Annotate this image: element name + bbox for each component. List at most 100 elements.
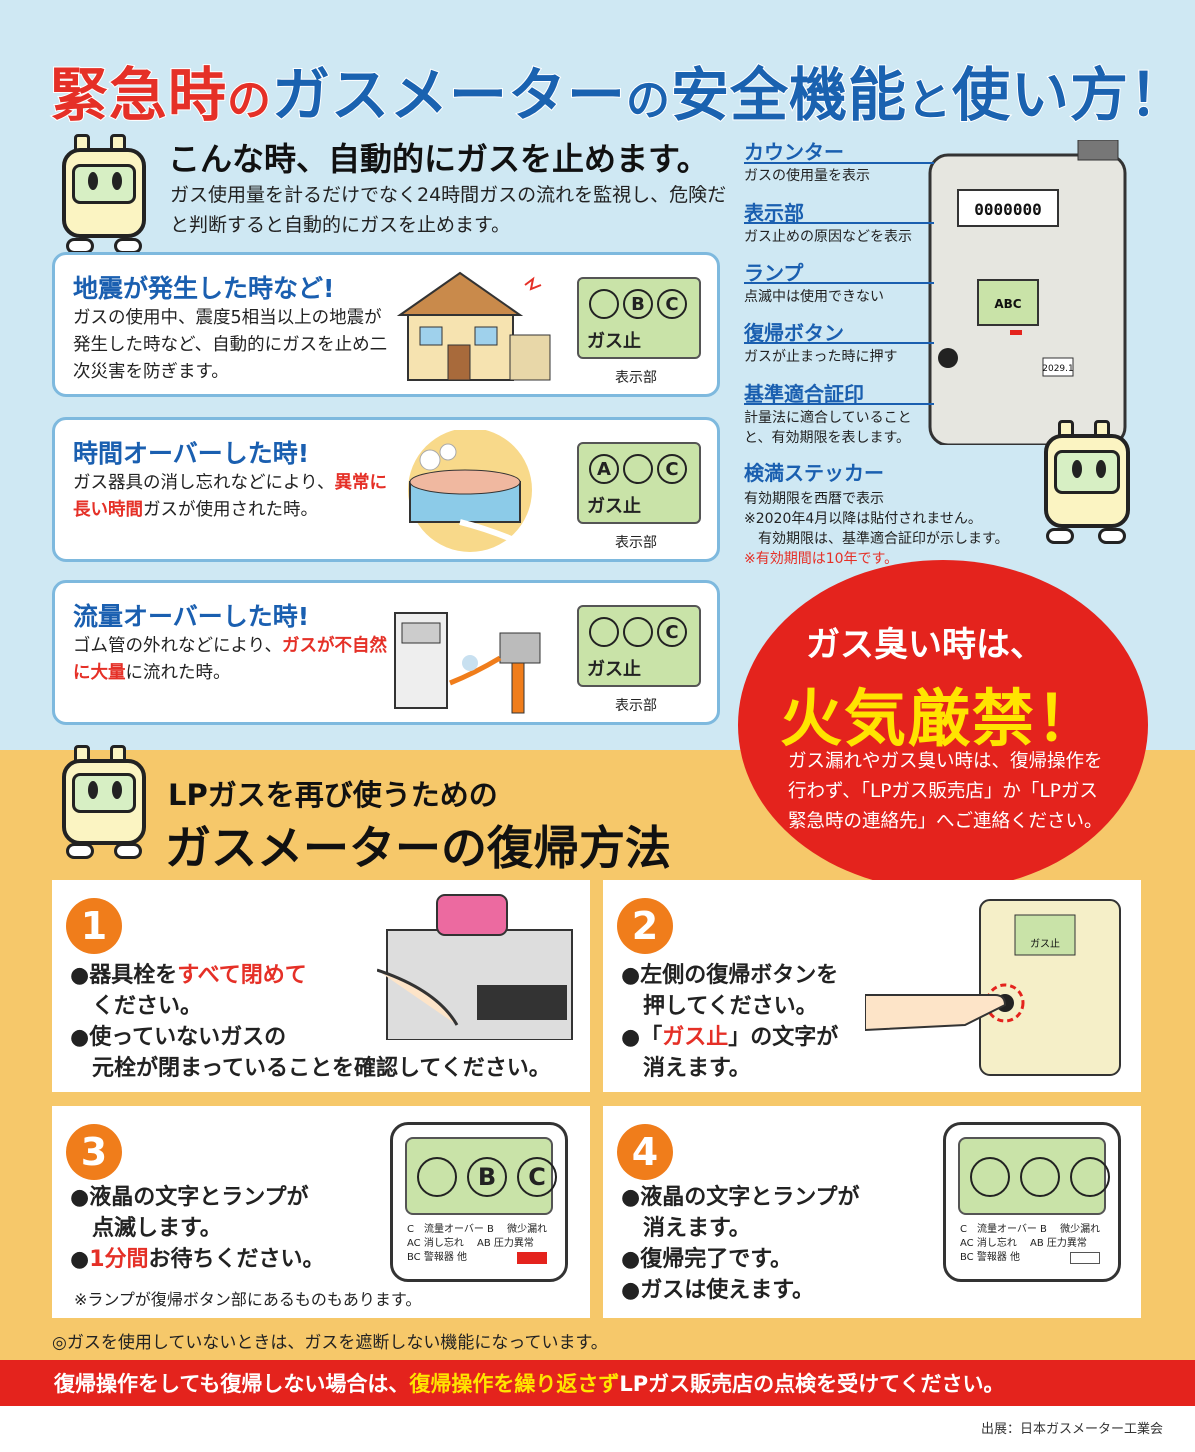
- warning-line2: 火気厳禁！: [780, 682, 1101, 755]
- lcd-label: ガス止: [587, 331, 641, 352]
- step-note: ※ランプが復帰ボタン部にあるものもあります。: [74, 1290, 422, 1309]
- footnote: ◎ガスを使用していないときは、ガスを遮断しない機能になっています。: [52, 1333, 608, 1353]
- title-part: 使い方！: [951, 60, 1189, 130]
- lamp-c: C: [657, 617, 687, 647]
- house-illustration: [396, 271, 551, 381]
- lamp-indicator: [1070, 1252, 1100, 1264]
- lcd-panel-blinking: B C C 流量オーバー B 微少漏れ AC 消し忘れ AB 圧力異常 BC 警…: [390, 1122, 568, 1282]
- title-part: 安全機能: [670, 60, 908, 130]
- bottom-warning-text: 復帰操作をしても復帰しない場合は、復帰操作を繰り返さずLPガス販売店の点検を受け…: [54, 1372, 1005, 1396]
- section-description: ガス使用量を計るだけでなく24時間ガスの流れを監視し、危険だと判断すると自動的に…: [170, 184, 727, 236]
- step-text: ●器具栓をすべて閉めて ください。 ●使っていないガスの 元栓が閉まっていること…: [70, 963, 551, 1081]
- title-part: ガスメーター: [271, 60, 627, 130]
- lamp-b: B: [467, 1157, 507, 1197]
- main-title: 緊急時のガスメーターの安全機能と使い方！: [49, 48, 1189, 132]
- label-counter-title: カウンター: [744, 140, 844, 164]
- lcd-legend: C 流量オーバー B 微少漏れ AC 消し忘れ AB 圧力異常 BC 警報器 他: [960, 1224, 1101, 1263]
- svg-text:ガス止: ガス止: [1030, 938, 1060, 950]
- lamp-a: [589, 289, 619, 319]
- lamp-b: [623, 617, 653, 647]
- svg-text:ABC: ABC: [994, 297, 1021, 311]
- lamp-b: [1020, 1157, 1060, 1197]
- label-lamp-text: 点滅中は使用できない: [744, 289, 884, 305]
- label-seal-text: 計量法に適合していることと、有効期限を表します。: [744, 410, 912, 446]
- title-part: の: [226, 74, 273, 127]
- case-title: 流量オーバーした時!: [73, 602, 310, 631]
- step-number: 3: [66, 1124, 122, 1180]
- leader-line: [744, 162, 934, 164]
- step-card-3: 3 B C C 流量オーバー B 微少漏れ AC 消し忘れ AB 圧力異常 BC…: [52, 1106, 590, 1318]
- title-part: の: [625, 74, 672, 127]
- label-reset-button-text: ガスが止まった時に押す: [744, 349, 898, 365]
- label-seal-title: 基準適合証印: [744, 382, 864, 406]
- lcd-label: ガス止: [587, 496, 641, 517]
- svg-text:2029.1: 2029.1: [1042, 364, 1074, 374]
- label-display-text: ガス止めの原因などを表示: [744, 229, 912, 245]
- display-panel: C ガス止: [577, 605, 701, 687]
- step-number: 2: [617, 898, 673, 954]
- warning-circle: [738, 560, 1148, 890]
- lamp-a: [417, 1157, 457, 1197]
- step-text: ●液晶の文字とランプが 消えます。 ●復帰完了です。 ●ガスは使えます。: [621, 1185, 860, 1303]
- step-card-2: 2 ガス止 ●左側の復帰ボタンを 押してください。 ●「ガス止」の文字が 消えま…: [603, 880, 1141, 1092]
- label-sticker-text: 有効期限を西暦で表示 ※2020年4月以降は貼付されません。 有効期限は、基準適…: [744, 491, 1009, 567]
- meter-button-illustration: ガス止: [865, 899, 1121, 1076]
- lcd-panel-cleared: C 流量オーバー B 微少漏れ AC 消し忘れ AB 圧力異常 BC 警報器 他: [943, 1122, 1121, 1282]
- warning-line1: ガス臭い時は、: [806, 625, 1044, 665]
- title-part: と: [906, 74, 953, 127]
- heater-valve-illustration: [394, 612, 541, 714]
- label-lamp-title: ランプ: [744, 261, 804, 285]
- step-number: 4: [617, 1124, 673, 1180]
- lamp-c: C: [657, 454, 687, 484]
- label-counter-text: ガスの使用量を表示: [744, 168, 870, 184]
- warning-line3: ガス漏れやガス臭い時は、復帰操作を行わず、「LPガス販売店」か「LPガス緊急時の…: [788, 751, 1103, 832]
- lamp-c: [1070, 1157, 1110, 1197]
- step-number: 1: [66, 898, 122, 954]
- lamp-b: [623, 454, 653, 484]
- section2-heading: ガスメーターの復帰方法: [165, 821, 671, 875]
- section2-subheading: LPガスを再び使うための: [168, 778, 498, 812]
- step-text: ●液晶の文字とランプが 点滅します。 ●1分間お待ちください。: [70, 1185, 325, 1272]
- display-caption: 表示部: [615, 535, 657, 551]
- lamp-a: A: [589, 454, 619, 484]
- leader-line: [744, 342, 934, 344]
- display-caption: 表示部: [615, 370, 657, 386]
- case-text: ガスの使用中、震度5相当以上の地震が発生した時など、自動的にガスを止め二次災害を…: [73, 308, 388, 382]
- step-text: ●左側の復帰ボタンを 押してください。 ●「ガス止」の文字が 消えます。: [621, 963, 839, 1081]
- source-credit: 出展：日本ガスメーター工業会: [980, 1422, 1163, 1437]
- display-panel: A C ガス止: [577, 442, 701, 524]
- case-card-earthquake: 地震が発生した時など! ガスの使用中、震度5相当以上の地震が発生した時など、自動…: [52, 252, 720, 397]
- step-card-4: 4 C 流量オーバー B 微少漏れ AC 消し忘れ AB 圧力異常 BC 警報器…: [603, 1106, 1141, 1318]
- section-heading: こんな時、自動的にガスを止めます。: [168, 140, 709, 178]
- case-title: 時間オーバーした時!: [73, 439, 310, 468]
- case-card-time-over: 時間オーバーした時! ガス器具の消し忘れなどにより、異常に長い時間ガスが使用され…: [52, 417, 720, 562]
- leader-line: [744, 403, 934, 405]
- leader-line: [744, 222, 934, 224]
- lcd-legend: C 流量オーバー B 微少漏れ AC 消し忘れ AB 圧力異常 BC 警報器 他: [407, 1224, 548, 1263]
- label-reset-button-title: 復帰ボタン: [744, 321, 844, 345]
- stove-illustration: [377, 894, 573, 1040]
- mascot-illustration: [1020, 420, 1140, 550]
- lamp-indicator: [517, 1252, 547, 1264]
- lamp-a: [589, 617, 619, 647]
- bathtub-illustration: [408, 430, 542, 552]
- lamp-a: [970, 1157, 1010, 1197]
- label-display-title: 表示部: [744, 201, 804, 225]
- lamp-c: C: [517, 1157, 557, 1197]
- mascot-illustration: [44, 134, 164, 259]
- lamp-b: B: [623, 289, 653, 319]
- title-part: 緊急時: [49, 60, 228, 130]
- gas-meter-illustration: 0000000 ABC 2029.1: [928, 140, 1127, 445]
- bottom-warning-band: [0, 1360, 1195, 1406]
- case-title: 地震が発生した時など!: [73, 274, 335, 303]
- display-panel: B C ガス止: [577, 277, 701, 359]
- step-card-1: 1 ●器具栓をすべて閉めて ください。 ●使っていないガスの 元栓が閉まっている…: [52, 880, 590, 1092]
- display-caption: 表示部: [615, 698, 657, 714]
- label-sticker-title: 検満ステッカー: [744, 461, 884, 485]
- case-text: ゴム管の外れなどにより、ガスが不自然に大量に流れた時。: [73, 636, 387, 683]
- case-text: ガス器具の消し忘れなどにより、異常に長い時間ガスが使用された時。: [73, 473, 387, 520]
- svg-text:0000000: 0000000: [974, 200, 1041, 219]
- mascot-illustration: [44, 745, 164, 865]
- lamp-c: C: [657, 289, 687, 319]
- case-card-flow-over: 流量オーバーした時! ゴム管の外れなどにより、ガスが不自然に大量に流れた時。 C…: [52, 580, 720, 725]
